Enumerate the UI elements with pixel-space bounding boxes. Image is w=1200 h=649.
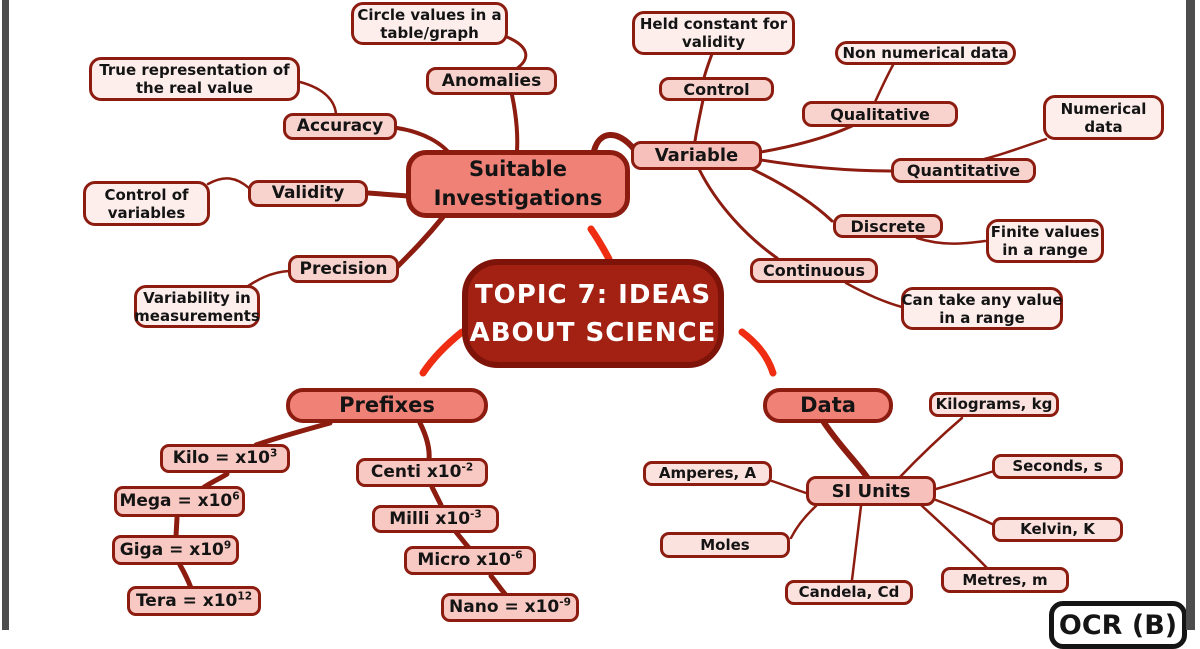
- node-variability: Variability in measurements: [134, 285, 260, 328]
- node-kilo: Kilo = x103: [160, 444, 290, 473]
- link-si-metres: [919, 503, 989, 570]
- node-variable: Variable: [631, 141, 762, 170]
- node-kelvin: Kelvin, K: [992, 517, 1123, 542]
- node-centi: Centi x10-2: [356, 458, 488, 487]
- link-variable-quantitative: [759, 158, 893, 173]
- node-control: Control: [659, 77, 774, 101]
- link-variable-qualitative: [759, 124, 854, 154]
- link-si-kilograms: [897, 416, 964, 480]
- link-prefixes-centi: [417, 420, 432, 463]
- link-si-amperes: [770, 479, 808, 495]
- node-control-of-variables: Control of variables: [83, 181, 210, 226]
- node-mega: Mega = x106: [114, 486, 245, 517]
- link-validity-suitable: [365, 190, 411, 199]
- node-circle-values: Circle values in a table/graph: [351, 2, 508, 45]
- node-non-numerical-data: Non numerical data: [835, 41, 1016, 65]
- node-micro: Micro x10-6: [404, 546, 536, 575]
- node-suitable-investigations: Suitable Investigations: [406, 150, 630, 218]
- link-true-representation-accuracy: [298, 80, 338, 116]
- node-any-value: Can take any value in a range: [901, 287, 1063, 330]
- link-variable-discrete: [750, 167, 834, 223]
- link-non-numerical-qualitative: [873, 63, 895, 104]
- link-discrete-finite: [915, 236, 987, 245]
- node-data: Data: [763, 388, 893, 423]
- suitable-line2: Investigations: [433, 186, 603, 210]
- link-suitable-variable: [591, 132, 637, 154]
- link-centi-milli: [429, 484, 444, 508]
- node-giga: Giga = x109: [112, 535, 239, 565]
- link-anomalies-suitable: [510, 93, 520, 153]
- node-held-constant: Held constant for validity: [632, 11, 795, 55]
- node-true-representation: True representation of the real value: [89, 57, 300, 101]
- central-topic-line2: ABOUT SCIENCE: [469, 317, 717, 348]
- link-control-variable: [693, 98, 705, 143]
- suitable-line1: Suitable: [469, 157, 567, 181]
- link-si-moles: [789, 504, 818, 540]
- node-precision: Precision: [288, 255, 399, 283]
- link-data-si-units: [820, 418, 870, 480]
- node-quantitative: Quantitative: [891, 158, 1036, 183]
- node-validity: Validity: [248, 180, 368, 207]
- link-mega-giga: [173, 515, 180, 539]
- arrow-to-prefixes: [419, 328, 466, 377]
- node-prefixes: Prefixes: [286, 388, 488, 423]
- ocr-b-logo: OCR (B): [1049, 601, 1187, 649]
- node-numerical-data: Numerical data: [1043, 95, 1164, 140]
- node-moles: Moles: [660, 532, 790, 558]
- central-topic: TOPIC 7: IDEAS ABOUT SCIENCE: [462, 259, 724, 368]
- page-edge-left: [2, 0, 9, 630]
- page-edge-right: [1186, 0, 1195, 630]
- link-control-variables-validity: [206, 177, 251, 190]
- link-variable-continuous: [697, 167, 779, 260]
- link-micro-nano: [488, 573, 508, 597]
- link-si-candela: [850, 504, 863, 582]
- node-seconds: Seconds, s: [992, 454, 1123, 479]
- node-metres: Metres, m: [941, 567, 1069, 593]
- node-tera: Tera = x1012: [127, 586, 261, 616]
- node-continuous: Continuous: [750, 258, 878, 283]
- link-prefixes-kilo: [253, 420, 333, 448]
- link-circle-values-anomalies: [505, 35, 528, 71]
- node-amperes: Amperes, A: [643, 461, 772, 486]
- link-giga-tera: [177, 562, 194, 591]
- node-candela: Candela, Cd: [785, 580, 913, 605]
- node-kilograms: Kilograms, kg: [929, 392, 1059, 417]
- node-milli: Milli x10-3: [372, 505, 499, 533]
- node-discrete: Discrete: [833, 214, 943, 238]
- arrow-to-suitable: [587, 225, 613, 263]
- central-topic-line1: TOPIC 7: IDEAS: [474, 279, 712, 310]
- arrow-to-data: [738, 328, 777, 377]
- node-nano: Nano = x10-9: [441, 593, 579, 622]
- link-held-constant-control: [702, 52, 714, 80]
- node-si-units: SI Units: [806, 476, 936, 506]
- node-qualitative: Qualitative: [802, 101, 958, 127]
- link-suitable-precision: [394, 214, 446, 270]
- node-anomalies: Anomalies: [426, 67, 557, 95]
- node-finite-values: Finite values in a range: [986, 219, 1104, 263]
- link-continuous-any-value: [844, 281, 904, 309]
- link-si-seconds: [934, 469, 996, 491]
- node-accuracy: Accuracy: [283, 113, 397, 140]
- link-si-kelvin: [934, 498, 996, 527]
